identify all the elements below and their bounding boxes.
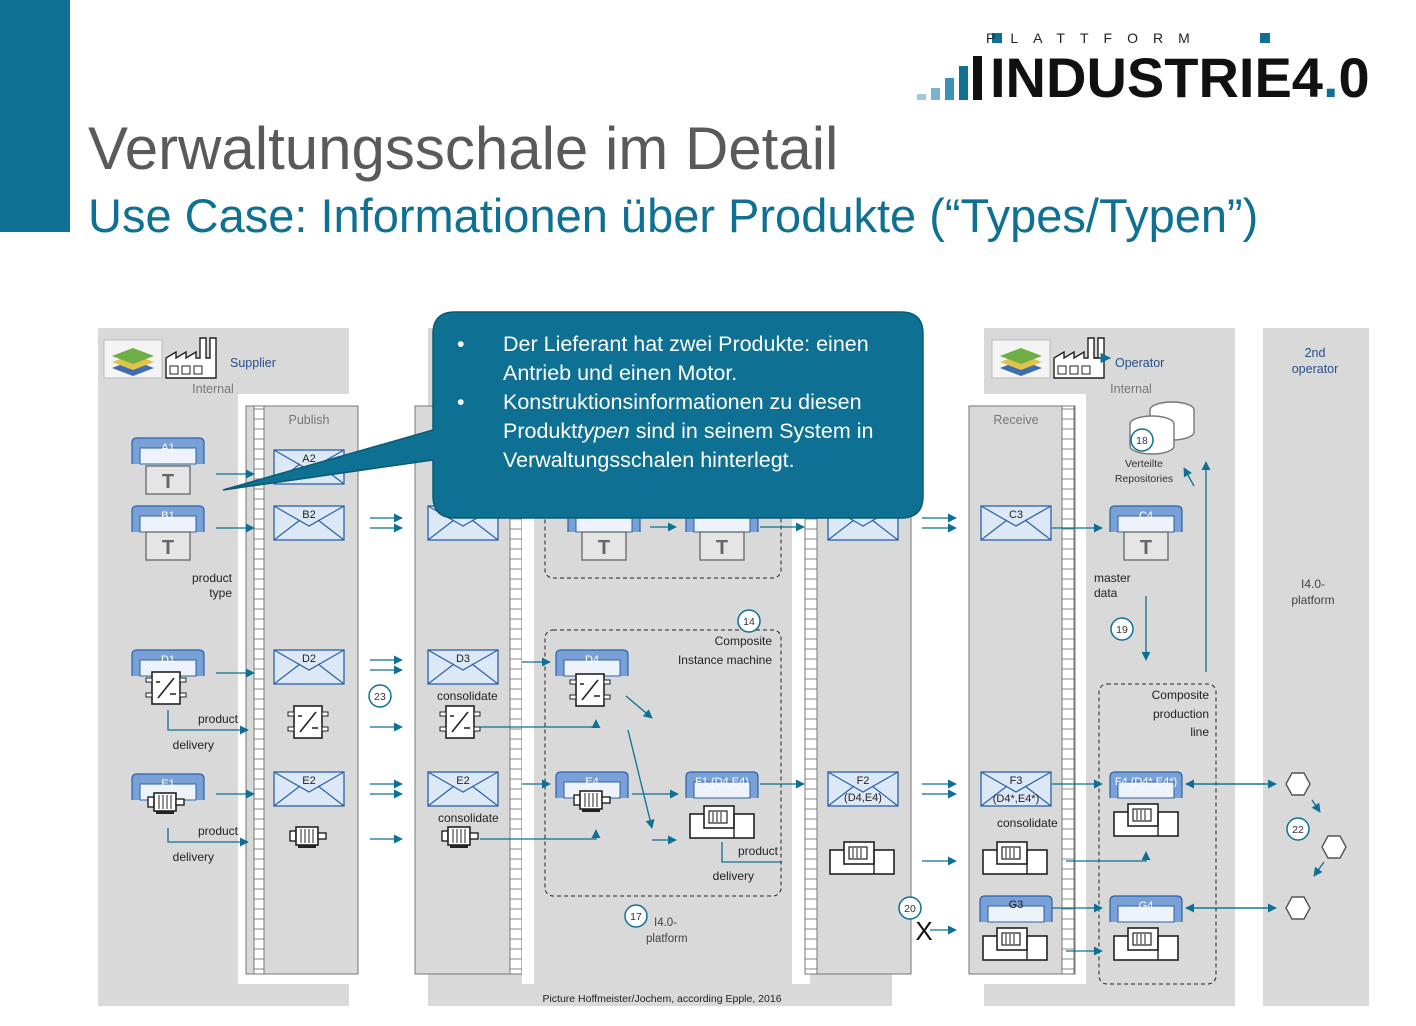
hexagon-node-1	[1285, 772, 1311, 796]
drive-icon-d4	[569, 673, 611, 707]
master-data-label-2: data	[1094, 586, 1118, 600]
badge-17-label: 17	[630, 911, 642, 923]
type-letter-composite-2: T	[716, 537, 728, 559]
x-mark: X	[915, 916, 932, 946]
consolidate-label-e2: consolidate	[438, 811, 499, 825]
badge-14-label: 14	[743, 616, 755, 628]
hexagon-node-2	[1321, 835, 1347, 859]
badge-14	[737, 609, 761, 633]
envelope-f3-label: F3	[1010, 775, 1023, 787]
product-delivery-d1-1: product	[198, 712, 239, 726]
consolidate-label-d3: consolidate	[437, 689, 498, 703]
logo-wordmark: INDUSTRIE4.0	[990, 46, 1370, 109]
type-letter-b1: T	[162, 537, 174, 559]
badge-20	[898, 896, 922, 920]
shell-d1-label: D1	[161, 654, 175, 666]
plattform-industrie40-logo: PLATTFORM INDUSTRIE4.0	[912, 28, 1408, 108]
shell-f4-label: F4 (D4*,E4*)	[1115, 776, 1177, 788]
type-letter-composite-1: T	[598, 537, 610, 559]
shell-c4-label: C4	[1139, 510, 1153, 522]
logo-square-left	[992, 33, 1002, 43]
composite-production-label-1: Composite	[1152, 688, 1210, 702]
supplier-label: Supplier	[230, 356, 276, 370]
master-data-label-1: master	[1094, 571, 1131, 585]
product-delivery-f1-1: product	[738, 844, 779, 858]
drive-icon-d1	[145, 671, 187, 705]
shell-b1-label: B1	[161, 510, 174, 522]
platform-label-right-1: I4.0-	[1301, 577, 1325, 591]
envelope-a2-label: A2	[302, 453, 315, 465]
composite-instance-box	[544, 629, 782, 897]
accent-bar	[0, 0, 70, 232]
shell-d4-label: D4	[585, 654, 599, 666]
badge-22	[1286, 817, 1310, 841]
platform-label-bottom-1: I4.0-	[654, 917, 677, 929]
shell-e4-label: E4	[585, 776, 598, 788]
second-operator-panel	[1263, 328, 1369, 1006]
envelope-b2-label: B2	[302, 509, 315, 521]
callout-bullet-2: Konstruktionsinformationen zu diesen Pro…	[457, 388, 903, 475]
platform-label-right-2: platform	[1291, 593, 1334, 607]
logo-square-right	[1260, 33, 1270, 43]
layers-icon-left	[103, 339, 163, 379]
badge-23	[368, 684, 392, 708]
composite-production-box	[1098, 683, 1217, 985]
shell-a1-label: A1	[161, 442, 174, 454]
envelope-e2-consolidate-label: E2	[456, 775, 469, 787]
composite-production-label-3: line	[1190, 725, 1209, 739]
internal-label-right: Internal	[1110, 382, 1152, 396]
composite-production-label-2: production	[1153, 707, 1209, 721]
badge-19	[1110, 617, 1134, 641]
slide-title: Verwaltungsschale im Detail	[88, 115, 839, 182]
envelope-d2-label: D2	[302, 653, 316, 665]
type-letter-a1: T	[162, 471, 174, 493]
second-operator-label-1: 2nd	[1305, 346, 1326, 360]
logo-plattform-text: PLATTFORM	[986, 30, 1205, 46]
badge-22-label: 22	[1292, 824, 1304, 836]
layers-icon-right	[991, 339, 1051, 379]
product-delivery-e1-2: delivery	[173, 850, 214, 864]
hexagon-node-3	[1285, 896, 1311, 920]
drive-icon-consolidate	[439, 705, 481, 739]
envelope-f3-sublabel: (D4*,E4*)	[993, 793, 1039, 805]
shell-g4-label: G4	[1139, 900, 1154, 912]
badge-20-label: 20	[904, 903, 916, 915]
callout-bubble: Der Lieferant hat zwei Produkte: einen A…	[222, 311, 924, 519]
badge-17	[624, 904, 648, 928]
badge-18-label: 18	[1136, 435, 1148, 447]
repositories-label-1: Verteilte	[1125, 458, 1163, 470]
drive-icon-publish	[287, 705, 329, 739]
slide-subtitle: Use Case: Informationen über Produkte (“…	[88, 189, 1259, 242]
repositories-label-2: Repositories	[1115, 473, 1173, 485]
consolidate-label-f3: consolidate	[997, 816, 1058, 830]
product-delivery-d1-2: delivery	[173, 738, 214, 752]
badge-19-label: 19	[1116, 624, 1128, 636]
product-delivery-e1-1: product	[198, 824, 239, 838]
envelope-f2-sublabel: (D4,E4)	[844, 792, 882, 804]
product-type-label-2: type	[209, 586, 232, 600]
type-letter-c4: T	[1140, 537, 1152, 559]
envelope-c3-label: C3	[1009, 509, 1023, 521]
shell-g3-label: G3	[1009, 899, 1024, 911]
envelope-f2-label: F2	[857, 775, 870, 787]
internal-label-left: Internal	[192, 382, 234, 396]
composite-instance-label-2: Instance machine	[678, 653, 772, 667]
product-delivery-f1-2: delivery	[713, 869, 754, 883]
callout-bullet-1: Der Lieferant hat zwei Produkte: einen A…	[457, 330, 903, 388]
badge-18	[1130, 428, 1154, 452]
publish-label: Publish	[289, 413, 330, 427]
shell-f1-label: F1 (D4,E4)	[695, 776, 749, 788]
envelope-d3-label: D3	[456, 653, 470, 665]
receive-label: Receive	[993, 413, 1038, 427]
second-operator-label-2: operator	[1292, 362, 1339, 376]
composite-instance-label-1: Composite	[715, 634, 773, 648]
product-type-label-1: product	[192, 571, 233, 585]
badge-23-label: 23	[374, 691, 386, 703]
operator-label: Operator	[1115, 356, 1164, 370]
shell-e1-label: E1	[161, 778, 174, 790]
platform-label-bottom-2: platform	[646, 933, 688, 945]
picture-caption: Picture Hoffmeister/Jochem, according Ep…	[542, 993, 781, 1005]
envelope-e2-publish-label: E2	[302, 775, 315, 787]
